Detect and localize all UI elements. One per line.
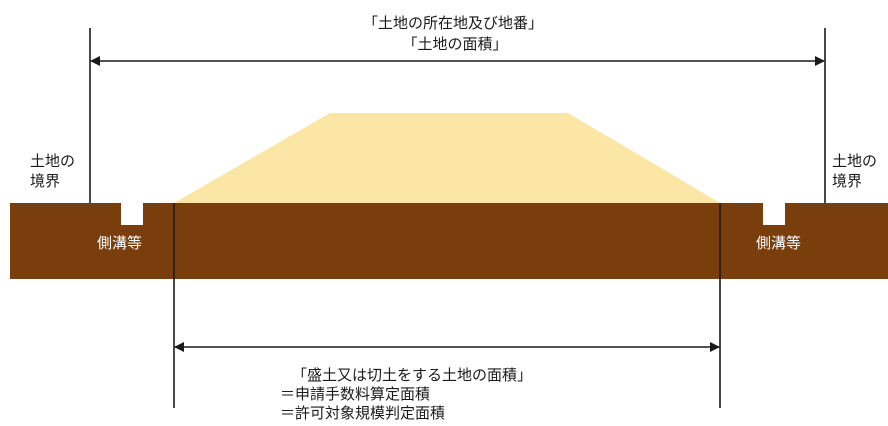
right-boundary-label-2: 境界 (832, 172, 862, 190)
top-dimension-label-1: 「土地の所在地及び地番」 (363, 14, 543, 32)
bottom-dimension-label-1: 「盛土又は切土をする土地の面積」 (292, 366, 532, 384)
ground-band (10, 203, 888, 279)
right-ditch-label: 側溝等 (756, 234, 801, 252)
embankment-shape (174, 113, 720, 203)
top-dimension-label-2: 「土地の面積」 (402, 35, 507, 53)
bottom-dimension-label-2: ＝申請手数料算定面積 (280, 385, 430, 403)
left-boundary-label-1: 土地の (30, 152, 75, 170)
left-boundary-label-2: 境界 (30, 172, 60, 190)
right-boundary-label-1: 土地の (832, 152, 877, 170)
left-ditch-label: 側溝等 (97, 234, 142, 252)
bottom-dimension-label-3: ＝許可対象規模判定面積 (280, 404, 445, 422)
